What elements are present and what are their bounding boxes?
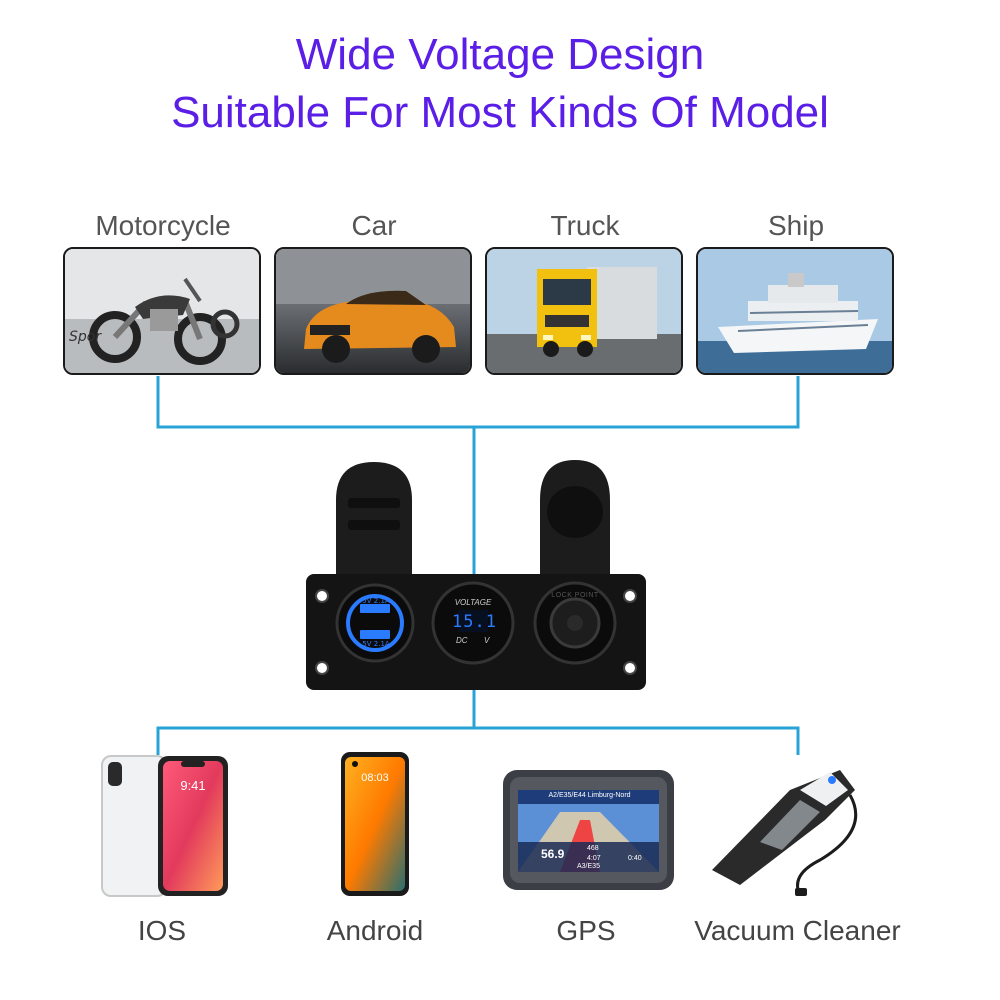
ship-image xyxy=(696,247,894,375)
label-truck: Truck xyxy=(550,210,620,241)
voltmeter-dc: DC xyxy=(456,636,468,645)
gps-road2: A3/E35 xyxy=(577,863,600,870)
ios-time: 9:41 xyxy=(180,778,206,793)
motorcycle-image: Spor xyxy=(63,247,261,375)
vacuum-cleaner xyxy=(712,770,858,896)
voltmeter-title: VOLTAGE xyxy=(454,598,492,607)
gps-device xyxy=(503,770,674,890)
label-car: Car xyxy=(351,210,397,241)
label-gps: GPS xyxy=(556,915,616,946)
voltmeter-unit: V xyxy=(484,636,490,645)
truck-image xyxy=(485,247,683,375)
gps-speed: 56.9 xyxy=(541,847,565,861)
label-ios: IOS xyxy=(137,915,187,946)
label-android: Android xyxy=(326,915,424,946)
gps-dist: 468 xyxy=(587,845,599,852)
socket-text: LOCK POINT xyxy=(551,592,599,599)
label-motorcycle: Motorcycle xyxy=(95,210,231,241)
title-line-2: Suitable For Most Kinds Of Model xyxy=(171,88,829,137)
voltmeter xyxy=(431,581,515,665)
cigarette-socket xyxy=(533,581,617,665)
android-phone xyxy=(341,752,409,896)
socket-cap xyxy=(540,460,610,575)
label-vacuum-cleaner: Vacuum Cleaner xyxy=(694,915,901,946)
usb-charger xyxy=(335,583,415,663)
title-line-1: Wide Voltage Design xyxy=(295,30,705,79)
car-image xyxy=(274,247,472,375)
gps-clock: 0:40 xyxy=(628,855,642,862)
iphone-front xyxy=(158,756,228,896)
gps-road: A2/E35/E44 Limburg-Nord xyxy=(548,792,631,799)
android-time: 08:03 xyxy=(361,772,389,784)
label-ship: Ship xyxy=(767,210,825,241)
svg-text:Spor: Spor xyxy=(69,329,102,345)
iphone-back xyxy=(101,755,167,897)
voltmeter-reading: 15.1 xyxy=(452,612,497,632)
gps-time: 4:07 xyxy=(587,855,601,862)
usb-label-bottom: 5V 2.1A xyxy=(362,640,390,648)
usb-cap xyxy=(336,462,412,575)
usb-label-top: 5V 2.1A xyxy=(362,597,390,605)
